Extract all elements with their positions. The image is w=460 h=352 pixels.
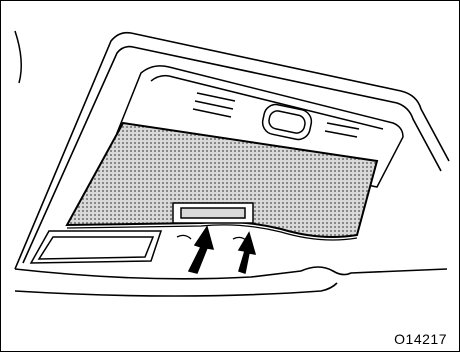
cover-latch-tab bbox=[173, 203, 253, 223]
figure-code: O14217 bbox=[394, 331, 447, 347]
pull-arrows bbox=[189, 227, 255, 273]
door-frame-line bbox=[15, 31, 21, 83]
finger-hint bbox=[177, 235, 247, 241]
console-opening bbox=[31, 231, 161, 263]
